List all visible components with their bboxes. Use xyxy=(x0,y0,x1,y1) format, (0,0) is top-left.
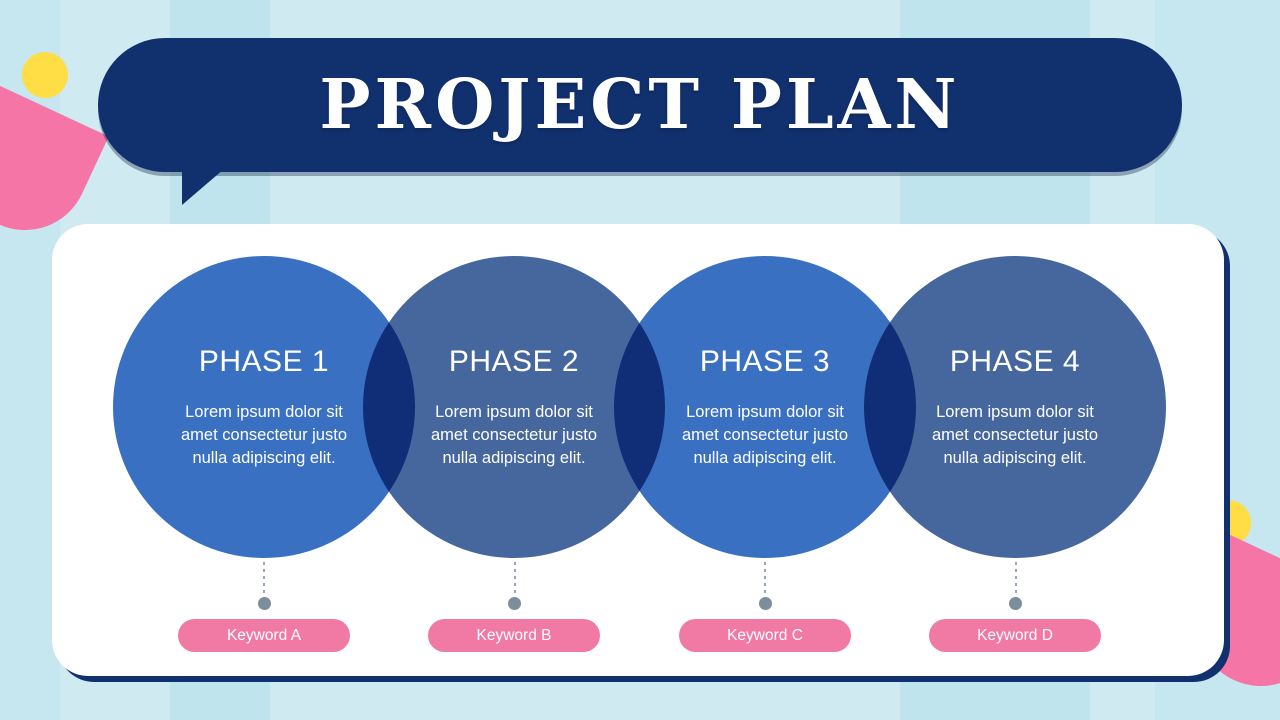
speech-bubble-tail xyxy=(182,169,224,205)
keyword-pill[interactable]: Keyword B xyxy=(428,619,600,652)
keyword-pill[interactable]: Keyword C xyxy=(679,619,851,652)
phase-title: PHASE 3 xyxy=(699,344,831,378)
connector-dot xyxy=(759,597,772,610)
phase-text-block: PHASE 4 Lorem ipsum dolor sit amet conse… xyxy=(864,256,1166,558)
phase-body: Lorem ipsum dolor sit amet consectetur j… xyxy=(181,402,347,467)
phase-text-block: PHASE 1 Lorem ipsum dolor sit amet conse… xyxy=(113,256,415,558)
phase-body: Lorem ipsum dolor sit amet consectetur j… xyxy=(431,402,597,467)
phase-text-block: PHASE 2 Lorem ipsum dolor sit amet conse… xyxy=(363,256,665,558)
page-title: PROJECT PLAN xyxy=(319,65,961,145)
phase-title: PHASE 4 xyxy=(949,344,1081,378)
phase-body: Lorem ipsum dolor sit amet consectetur j… xyxy=(932,402,1098,467)
keyword-pill[interactable]: Keyword D xyxy=(929,619,1101,652)
keyword-pill[interactable]: Keyword A xyxy=(178,619,350,652)
connector-line xyxy=(1015,562,1017,602)
connector-dot xyxy=(258,597,271,610)
connector-line xyxy=(263,562,265,602)
phase-title: PHASE 2 xyxy=(448,344,580,378)
background-band xyxy=(0,0,60,720)
connector-line xyxy=(514,562,516,602)
phase-body: Lorem ipsum dolor sit amet consectetur j… xyxy=(682,402,848,467)
connector-line xyxy=(764,562,766,602)
phase-title: PHASE 1 xyxy=(198,344,330,378)
title-speech-bubble: PROJECT PLAN xyxy=(98,38,1182,205)
connector-dot xyxy=(508,597,521,610)
yellow-circle-icon xyxy=(22,52,68,98)
connector-dot xyxy=(1009,597,1022,610)
phase-text-block: PHASE 3 Lorem ipsum dolor sit amet conse… xyxy=(614,256,916,558)
